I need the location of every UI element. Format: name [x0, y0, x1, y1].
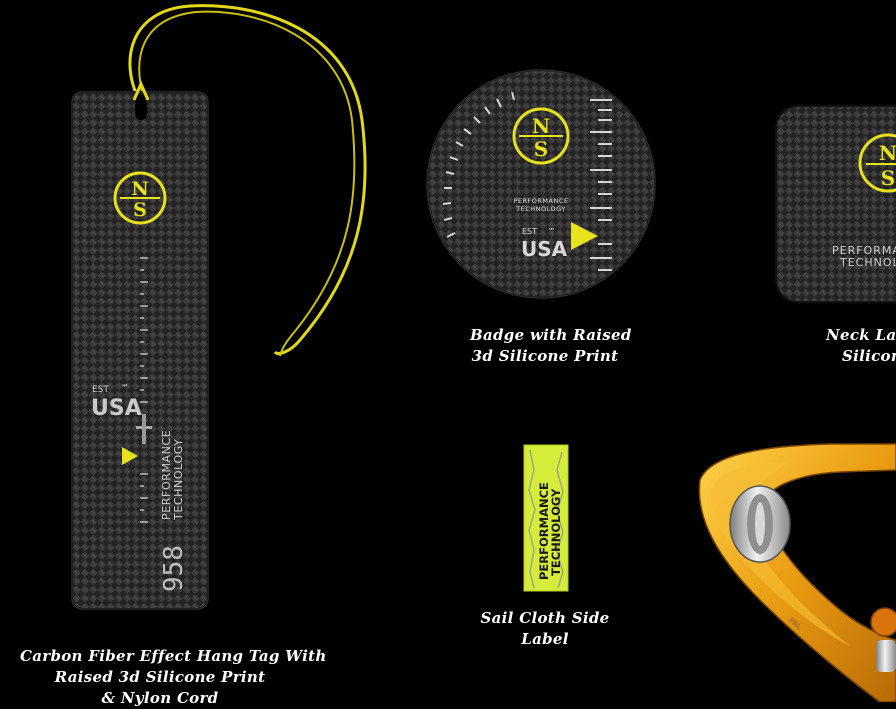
neck-monogram-bottom: S: [881, 166, 895, 190]
badge-monogram-icon: N S: [512, 107, 570, 165]
caption-line: Silicone: [842, 347, 896, 365]
neck-label: N S PERFORMANCE TECHNOLOGY: [775, 105, 896, 303]
badge-monogram-bottom: S: [534, 137, 548, 161]
caption-badge: Badge with Raised 3d Silicone Print: [470, 325, 632, 367]
hang-tag: N S EST ℠ USA PERFORMANCE TECHNOLOGY 958: [71, 4, 367, 610]
pulley-block-image: PAL: [698, 443, 896, 702]
neck-tagline-2: TECHNOLOGY: [839, 256, 896, 269]
caption-neck-label: Neck Label Silicone: [826, 325, 896, 367]
badge-triangle-icon: [571, 222, 598, 250]
badge-tm: ℠: [548, 227, 555, 235]
badge-tagline-2: TECHNOLOGY: [515, 205, 566, 213]
tag-tagline-1: PERFORMANCE: [160, 430, 173, 520]
caption-line: Carbon Fiber Effect Hang Tag With: [20, 647, 327, 665]
caption-line: Raised 3d Silicone Print: [54, 668, 266, 686]
sail-cloth-label: PERFORMANCE TECHNOLOGY: [523, 444, 569, 592]
caption-sail-label: Sail Cloth Side Label: [480, 608, 610, 650]
ns-monogram-icon: N S: [113, 171, 167, 225]
neck-monogram-icon: N S: [858, 133, 896, 193]
est-label: EST: [92, 385, 109, 395]
badge-dial-ticks: [442, 91, 515, 238]
round-badge: N S: [426, 69, 656, 299]
caption-line: Sail Cloth Side: [480, 609, 610, 627]
badge-monogram-top: N: [532, 114, 550, 138]
neck-tagline-1: PERFORMANCE: [832, 244, 896, 257]
tm-label: ℠: [121, 383, 129, 392]
caption-line: & Nylon Cord: [101, 689, 219, 707]
monogram-bottom: S: [133, 199, 147, 221]
badge-tagline-1: PERFORMANCE: [514, 197, 569, 205]
monogram-top: N: [131, 178, 148, 200]
badge-usa: USA: [521, 237, 568, 261]
badge-est: EST: [522, 227, 537, 236]
nylon-cord: [128, 4, 367, 355]
caption-line: Label: [521, 630, 569, 648]
badge-ruler: [590, 99, 612, 271]
tag-tagline-2: TECHNOLOGY: [172, 438, 185, 521]
sail-tagline-1: PERFORMANCE: [537, 482, 551, 580]
neck-monogram-top: N: [879, 141, 896, 165]
triangle-marker-icon: [122, 447, 138, 465]
usa-label: USA: [91, 396, 142, 421]
tag-number: 958: [159, 545, 189, 592]
caption-line: Badge with Raised: [470, 326, 632, 344]
sail-tagline-2: TECHNOLOGY: [549, 488, 563, 576]
caption-line: 3d Silicone Print: [471, 347, 619, 365]
caption-hang-tag: Carbon Fiber Effect Hang Tag With Raised…: [20, 646, 327, 709]
caption-line: Neck Label: [826, 326, 896, 344]
tag-ruler: [140, 257, 148, 523]
